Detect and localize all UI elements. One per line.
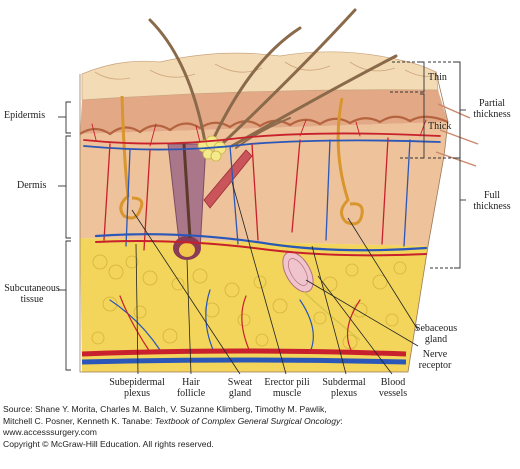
citation-url[interactable]: www.accesssurgery.com [3, 427, 97, 437]
label-partial-thickness: Partial thickness [473, 98, 511, 120]
surface-ridges [94, 61, 433, 80]
layer-brackets [58, 101, 71, 371]
fat-lobules [91, 254, 407, 350]
label-epidermis: Epidermis [4, 110, 46, 121]
label-erector-pili-muscle: Erector pili muscle [264, 377, 310, 399]
stratum-corneum [81, 51, 439, 101]
basal-layer [79, 115, 449, 136]
label-thin: Thin [428, 72, 447, 83]
nerve-receptor [282, 251, 361, 341]
deep-vessels [81, 348, 407, 365]
label-full-thickness: Full thickness [473, 190, 511, 212]
label-subdermal-plexus: Subdermal plexus [322, 377, 366, 399]
label-hair-follicle: Hair follicle [176, 377, 206, 399]
label-dermis: Dermis [17, 180, 47, 191]
graft-cut-lines [435, 103, 479, 167]
blood-vessel-network [83, 119, 441, 353]
source-citation: Source: Shane Y. Morita, Charles M. Balc… [3, 404, 517, 450]
graft-thickness-brackets [390, 61, 466, 269]
label-sweat-gland: Sweat gland [227, 377, 253, 399]
citation-editors: Mitchell C. Posner, Kenneth K. Tanabe: [3, 415, 155, 426]
citation-title-line: Mitchell C. Posner, Kenneth K. Tanabe: T… [3, 415, 343, 426]
citation-authors: Source: Shane Y. Morita, Charles M. Balc… [3, 404, 327, 414]
label-thick: Thick [428, 121, 452, 132]
citation-book-title: Textbook of Complex General Surgical Onc… [154, 415, 341, 426]
label-subcutaneous-tissue: Subcutaneous tissue [4, 283, 60, 305]
hair-follicle [167, 143, 207, 260]
leader-lines [131, 181, 419, 375]
hair-shafts [148, 8, 398, 149]
label-nerve-receptor: Nerve receptor [418, 349, 452, 371]
label-blood-vessels: Blood vessels [378, 377, 408, 399]
subcutaneous-tissue-layer [80, 238, 428, 372]
copyright-notice: Copyright © McGraw-Hill Education. All r… [3, 438, 214, 449]
label-subepidermal-plexus: Subepidermal plexus [109, 377, 165, 399]
sweat-glands [119, 95, 364, 226]
label-sebaceous-gland: Sebaceous gland [414, 323, 458, 345]
